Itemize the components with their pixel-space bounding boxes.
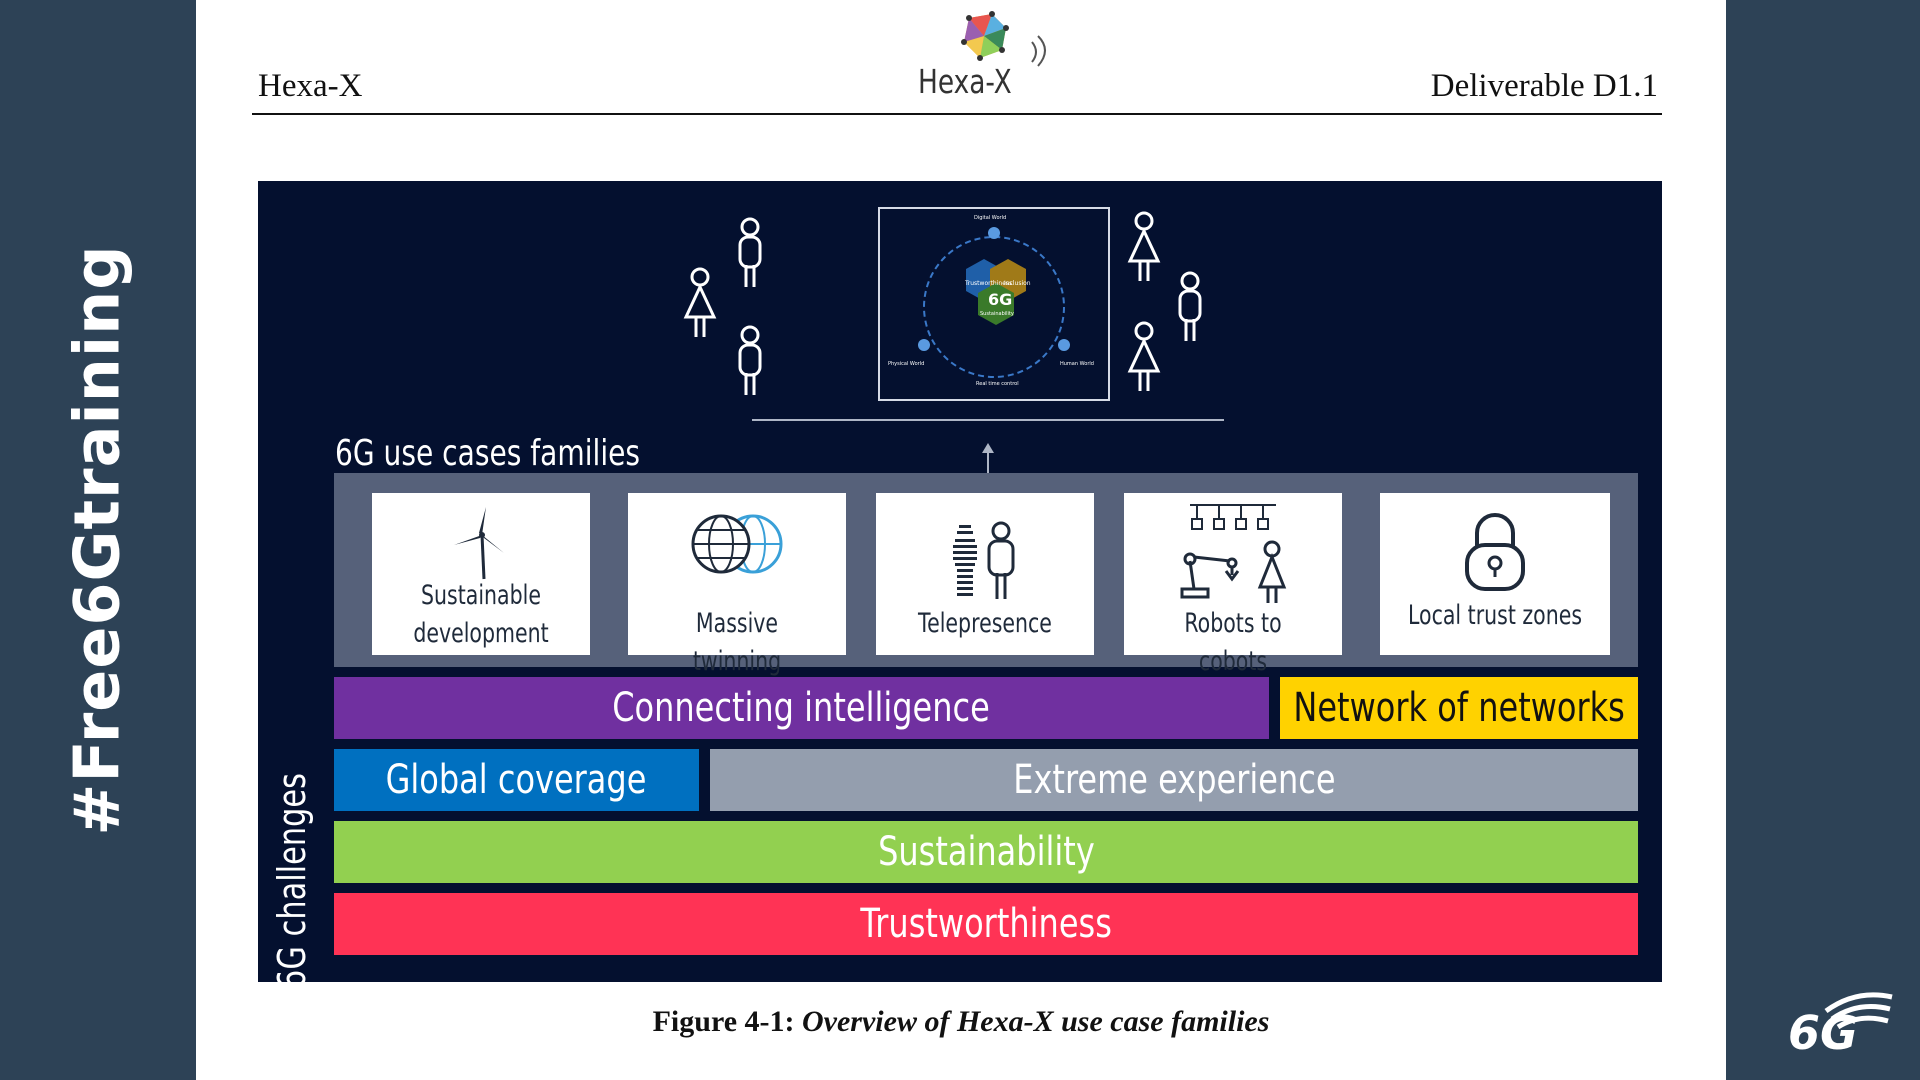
band-network-of-networks: Network of networks xyxy=(1280,677,1638,739)
6g-vision-icon: Trustworthiness Inclusion 6G Sustainabil… xyxy=(888,215,1094,387)
hex-sustainability-text: Sustainability xyxy=(980,311,1014,317)
physical-world-text: Physical World xyxy=(888,361,924,367)
band-trustworthiness: Trustworthiness xyxy=(334,893,1638,955)
caption-number: Figure 4-1: xyxy=(652,1005,795,1038)
person-icon xyxy=(738,325,762,395)
lock-icon xyxy=(1465,513,1525,591)
family-card-telepresence: Telepresence xyxy=(876,493,1094,655)
woman-icon xyxy=(683,267,717,337)
wind-turbine-icon xyxy=(454,507,504,580)
hex-6g-text: 6G xyxy=(988,290,1012,309)
family-label: Robots to cobots xyxy=(1184,608,1282,677)
person-icon xyxy=(1178,271,1202,341)
human-world-text: Human World xyxy=(1060,361,1094,367)
families-title: 6G use cases families xyxy=(335,433,641,474)
telepresence-icon xyxy=(953,521,1015,599)
digital-world-text: Digital World xyxy=(974,215,1006,221)
family-card-robots-to-cobots: Robots to cobots xyxy=(1124,493,1342,677)
figure-caption: Figure 4-1: Overview of Hexa-X use case … xyxy=(196,1005,1726,1039)
band-connecting-intelligence: Connecting intelligence xyxy=(334,677,1269,739)
band-sustainability: Sustainability xyxy=(334,821,1638,883)
family-card-massive-twinning: Massive twinning xyxy=(628,493,846,677)
band-label: Global coverage xyxy=(386,757,647,803)
header-right-title: Deliverable D1.1 xyxy=(1430,68,1658,104)
real-time-control-text: Real time control xyxy=(976,381,1019,387)
family-label: Massive twinning xyxy=(692,608,782,677)
family-label: Sustainable xyxy=(421,580,541,611)
6g-vision-box: Trustworthiness Inclusion 6G Sustainabil… xyxy=(878,207,1110,401)
6g-logo-icon: 6G xyxy=(1788,992,1893,1055)
platform-line xyxy=(752,419,1224,421)
family-card-local-trust-zones: Local trust zones xyxy=(1380,493,1610,655)
document-page: Hexa-X Hexa-X Deliverable D1.1 Tr xyxy=(196,0,1726,1080)
band-label: Network of networks xyxy=(1293,685,1625,731)
person-icon xyxy=(738,217,762,287)
band-extreme-experience: Extreme experience xyxy=(710,749,1638,811)
hex-inclusion-text: Inclusion xyxy=(1004,280,1031,287)
band-global-coverage: Global coverage xyxy=(334,749,699,811)
use-case-figure: Trustworthiness Inclusion 6G Sustainabil… xyxy=(258,181,1662,989)
logo-wordmark: Hexa-X xyxy=(918,62,1012,101)
woman-icon xyxy=(1127,321,1161,391)
woman-icon xyxy=(1127,211,1161,281)
arrow-up-icon xyxy=(982,443,994,473)
robot-arm-icon xyxy=(1180,504,1287,603)
challenges-label-text: 6G challenges xyxy=(270,773,314,989)
band-label: Sustainability xyxy=(877,829,1095,875)
family-label: development xyxy=(413,618,549,649)
family-label: Telepresence xyxy=(918,608,1052,639)
hashtag-label: #Free6Gtraining xyxy=(60,244,134,836)
family-card-sustainable-development: Sustainable development xyxy=(372,493,590,655)
family-label: Local trust zones xyxy=(1407,600,1583,631)
challenges-label: 6G challenges xyxy=(270,746,314,1016)
globe-icon xyxy=(691,514,783,574)
side-banner: #Free6Gtraining xyxy=(0,0,196,1080)
6g-logo-text: 6G xyxy=(1788,1006,1858,1055)
families-panel: Sustainable development Massive twinning xyxy=(334,473,1638,677)
caption-text: Overview of Hexa-X use case families xyxy=(802,1005,1270,1038)
header-divider xyxy=(252,113,1662,115)
header-left-title: Hexa-X xyxy=(258,68,363,104)
band-label: Extreme experience xyxy=(1012,757,1336,803)
hex-trust-text: Trustworthiness xyxy=(964,280,1012,287)
hexa-x-logo-icon xyxy=(961,11,1046,67)
band-label: Trustworthiness xyxy=(860,901,1112,947)
band-label: Connecting intelligence xyxy=(612,685,991,731)
